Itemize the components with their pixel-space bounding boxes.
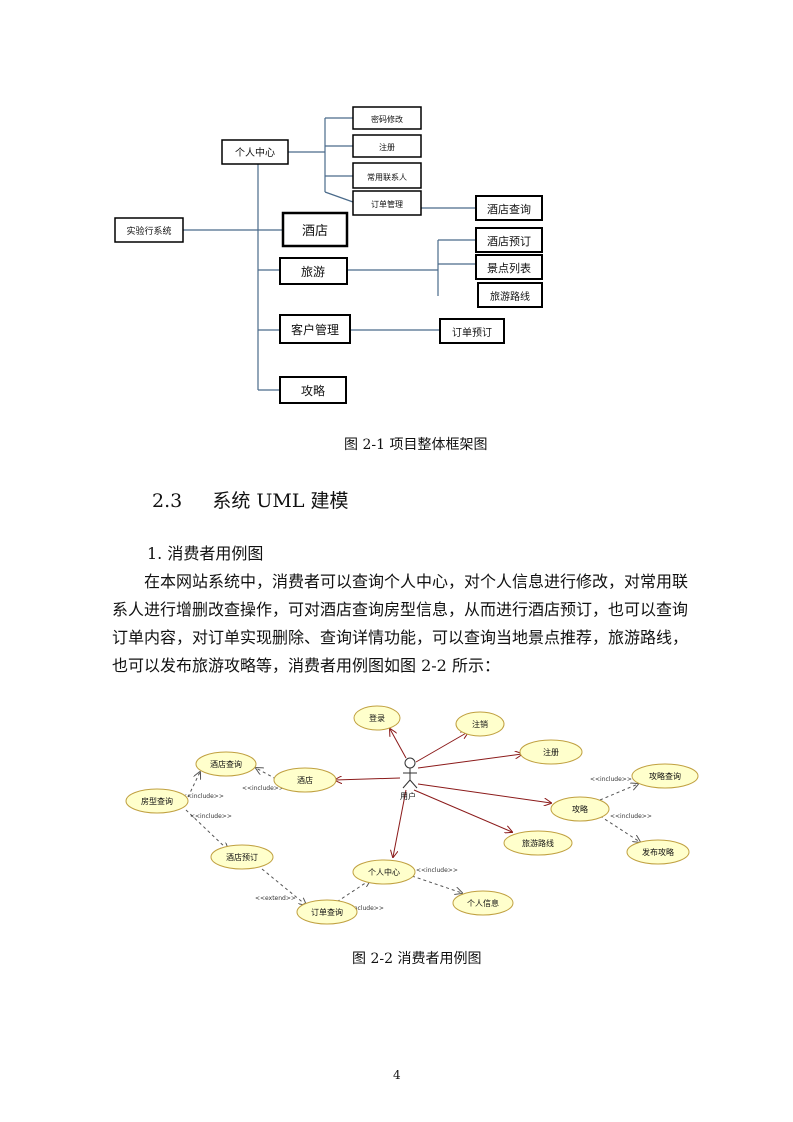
section-heading: 2.3 系统 UML 建模	[152, 486, 348, 513]
box-route	[477, 282, 543, 308]
label-guide: 攻略	[301, 383, 325, 398]
include-label: <<include>>	[190, 813, 232, 820]
usecase-hotel-book	[210, 844, 274, 870]
label-spots: 景点列表	[487, 261, 531, 275]
body-paragraph: 在本网站系统中，消费者可以查询个人中心，对个人信息进行修改，对常用联 系人进行增…	[112, 568, 702, 680]
box-guide	[279, 376, 347, 404]
usecase-room-query	[125, 788, 189, 814]
include-label: <<include>>	[242, 785, 284, 792]
box-hotel-book	[475, 227, 543, 253]
usecase-guide	[550, 796, 610, 822]
label-hotel-query: 酒店查询	[487, 202, 531, 216]
label-password: 密码修改	[371, 114, 403, 124]
label-customer: 客户管理	[291, 322, 339, 337]
label-hotel-book: 酒店预订	[487, 234, 531, 248]
include-label: <<include>>	[342, 905, 384, 912]
usecase-center	[352, 859, 416, 885]
usecase-label: 房型查询	[141, 796, 173, 806]
label-contacts: 常用联系人	[367, 172, 407, 182]
label-route: 旅游路线	[490, 290, 530, 303]
box-hotel	[281, 211, 349, 248]
usecase-label: 注册	[543, 747, 559, 757]
label-order-mgmt: 订单管理	[371, 199, 403, 209]
box-order-book	[439, 318, 505, 344]
include-label: <<include>>	[416, 867, 458, 874]
figure-2-1-caption: 图 2-1 项目整体框架图	[344, 437, 488, 453]
label-root: 实验行系统	[126, 225, 171, 237]
usecase-label: 订单查询	[311, 907, 343, 917]
usecase-guide-query	[631, 763, 699, 789]
label-hotel: 酒店	[302, 224, 328, 239]
actor-user	[402, 757, 418, 789]
figure-2-2-caption: 图 2-2 消费者用例图	[352, 951, 482, 967]
paragraph-line: 也可以发布旅游攻略等，消费者用例图如图 2-2 所示：	[112, 656, 500, 675]
box-center	[221, 139, 289, 165]
include-label: <<include>>	[590, 776, 632, 783]
page-number: 4	[393, 1068, 401, 1082]
section-number: 2.3	[152, 490, 183, 512]
usecase-label: 攻略	[572, 804, 588, 814]
box-register	[352, 134, 422, 158]
paragraph-line: 在本网站系统中，消费者可以查询个人中心，对个人信息进行修改，对常用联	[112, 572, 689, 591]
label-order-book: 订单预订	[452, 327, 492, 339]
usecase-label: 发布攻略	[642, 847, 674, 857]
label-register: 注册	[379, 142, 395, 152]
usecase-travel-route	[503, 830, 573, 856]
usecase-hotel-query	[195, 751, 257, 777]
box-spots	[475, 254, 543, 280]
extend-label: <<extend>>	[255, 895, 296, 902]
usecase-label: 酒店	[297, 775, 313, 785]
usecase-label: 酒店预订	[226, 852, 258, 862]
usecase-hotel	[273, 767, 337, 793]
box-travel	[279, 257, 348, 285]
include-label: <<include>>	[182, 793, 224, 800]
usecase-order-query	[296, 899, 358, 925]
usecase-label: 个人信息	[467, 898, 499, 908]
usecase-label: 旅游路线	[522, 838, 554, 848]
usecase-label: 注销	[472, 719, 488, 729]
usecase-logout	[455, 711, 505, 737]
paragraph-line: 系人进行增删改查操作，可对酒店查询房型信息，从而进行酒店预订，也可以查询	[112, 600, 689, 619]
box-customer	[279, 314, 351, 344]
actor-label: 用户	[400, 791, 416, 801]
usecase-label: 个人中心	[368, 867, 400, 877]
paragraph-line: 订单内容，对订单实现删除、查询详情功能，可以查询当地景点推荐，旅游路线，	[112, 628, 689, 647]
usecase-label: 登录	[369, 713, 385, 723]
box-order-mgmt	[352, 190, 422, 216]
usecase-publish-guide	[626, 839, 690, 865]
usecase-register	[519, 739, 583, 765]
subsection-heading: 1. 消费者用例图	[147, 544, 264, 563]
box-contacts	[352, 162, 422, 189]
usecase-label: 攻略查询	[649, 771, 681, 781]
label-travel: 旅游	[301, 265, 325, 279]
label-center: 个人中心	[235, 146, 275, 159]
include-label: <<include>>	[610, 813, 652, 820]
usecase-login	[353, 705, 401, 731]
box-password	[352, 106, 422, 130]
usecase-label: 酒店查询	[210, 759, 242, 769]
section-title: 系统 UML 建模	[212, 490, 349, 512]
box-root	[114, 217, 184, 243]
usecase-personal-info	[452, 890, 514, 916]
box-hotel-query	[475, 195, 543, 221]
